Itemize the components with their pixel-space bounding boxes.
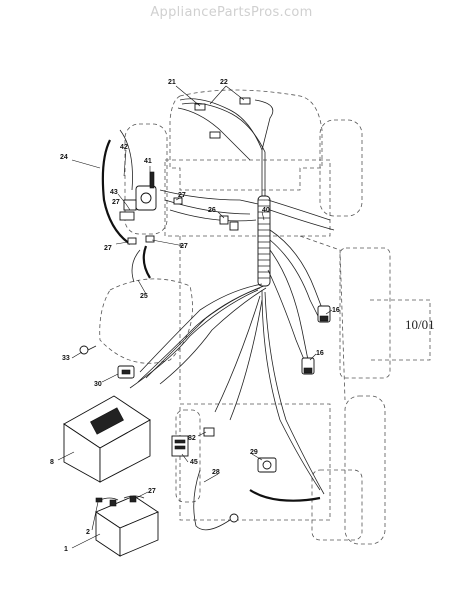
callout-2: 2 [86,529,90,536]
battery-box-8 [63,395,151,483]
switch-16-lower [301,357,315,375]
callout-16-lower: 16 [316,350,324,357]
callout-1: 1 [64,546,68,553]
callout-16-upper: 16 [332,307,340,314]
main-wire-harness [99,98,335,531]
connector-30 [117,365,135,379]
callout-30: 30 [94,381,102,388]
callout-22: 22 [220,79,228,86]
ring-terminal-33 [79,345,97,355]
watermark-text: AppliancePartsPros.com [150,5,313,20]
bolt-2 [95,497,103,503]
switch-16-upper [317,305,331,323]
callout-21: 21 [168,79,176,86]
diagram-date-code: 10/01 [405,317,435,332]
relay-45 [171,435,189,457]
callout-41: 41 [144,158,152,165]
fuse-holder-43 [119,199,137,221]
callout-40: 40 [262,207,270,214]
ring-terminal-28 [229,513,239,523]
callout-27-b: 27 [178,192,186,199]
callout-27-e: 27 [148,488,156,495]
terminal-27 [127,197,183,245]
callout-labels: 21 22 24 42 41 43 27 27 27 27 26 40 25 1… [50,79,340,553]
callout-24: 24 [60,154,68,161]
connector-21-22 [194,97,251,139]
callout-26: 26 [208,207,216,214]
callout-27-a: 27 [112,199,120,206]
callout-45: 45 [190,459,198,466]
callout-28: 28 [212,469,220,476]
battery-1 [95,495,159,557]
harness-coil [257,195,271,287]
tractor-outline [99,89,431,545]
callout-8: 8 [50,459,54,466]
ignition-switch-41 [135,171,157,211]
solenoid-29 [257,457,277,473]
callout-27-d: 27 [180,243,188,250]
leader-lines [57,85,333,549]
callout-29: 29 [250,449,258,456]
callout-25: 25 [140,293,148,300]
callout-33: 33 [62,355,70,362]
callout-42: 42 [120,144,128,151]
callout-82: 82 [188,435,196,442]
callout-43: 43 [110,189,118,196]
connector-82 [203,427,215,437]
connector-26 [219,215,239,231]
callout-27-c: 27 [104,245,112,252]
